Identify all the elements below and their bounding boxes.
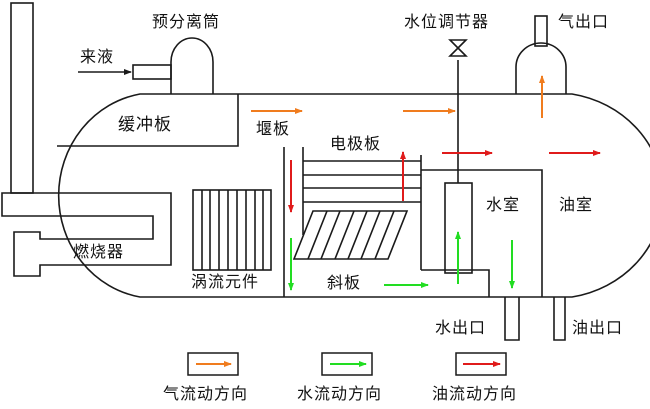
label-burner: 燃烧器 [73, 242, 125, 261]
fire-tube [1, 192, 172, 277]
label-pre-separator: 预分离筒 [152, 12, 221, 31]
legend-swatch-water [321, 352, 373, 376]
label-inclined-plate: 斜板 [327, 273, 362, 292]
water-chamber-wall [421, 169, 543, 297]
label-oil-outlet: 油出口 [572, 318, 624, 337]
vessel-shell [57, 93, 650, 298]
valve-icon [448, 39, 468, 57]
oil-outlet-pipe [553, 297, 566, 341]
legend-label-oil: 油流动方向 [432, 384, 518, 403]
label-buffer-plate: 缓冲板 [118, 115, 172, 135]
water-chamber-inner [421, 269, 490, 297]
label-water-chamber: 水室 [486, 195, 521, 214]
label-weir-plate: 堰板 [256, 119, 291, 138]
inclined-plates [292, 210, 409, 260]
water-outlet-pipe [504, 297, 520, 341]
label-gas-outlet: 气出口 [558, 12, 610, 31]
legend-swatch-gas [187, 352, 239, 376]
legend-label-gas: 气流动方向 [163, 384, 249, 403]
label-water-level-regulator: 水位调节器 [404, 12, 490, 31]
gas-outlet-pipe [534, 15, 548, 47]
pre-separator [170, 37, 214, 94]
legend-swatch-oil [455, 352, 507, 376]
label-inlet: 来液 [80, 47, 115, 66]
electrode-plates [302, 147, 422, 270]
legend [187, 352, 507, 376]
label-vortex-element: 涡流元件 [191, 272, 260, 291]
stack [10, 2, 34, 194]
inlet-pipe [132, 64, 172, 80]
label-oil-chamber: 油室 [559, 195, 594, 214]
gas-dome [515, 42, 567, 94]
label-electrode-plate: 电极板 [330, 134, 382, 153]
legend-label-water: 水流动方向 [297, 384, 383, 403]
buffer-plate [57, 94, 239, 147]
label-water-outlet: 水出口 [435, 318, 487, 337]
vortex-element [192, 189, 272, 271]
